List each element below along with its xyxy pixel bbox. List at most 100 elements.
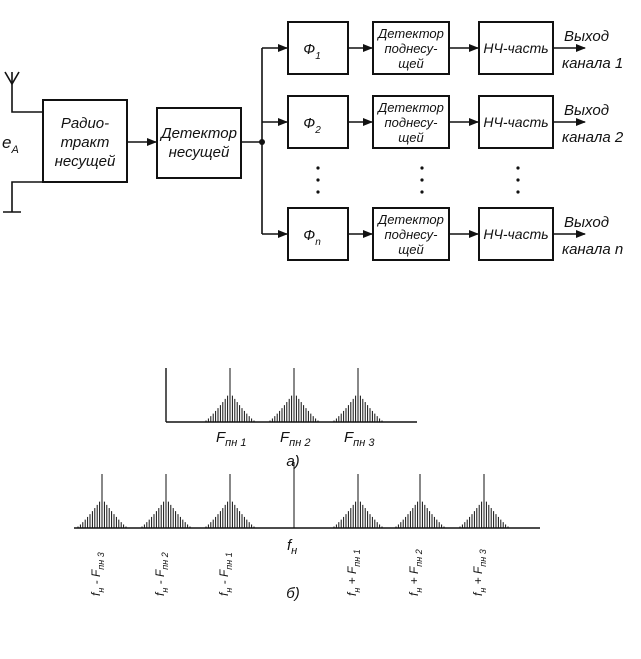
sideband-label: fн - Fпн 3 xyxy=(89,552,106,596)
sideband-cluster xyxy=(205,474,255,528)
sideband-label-f-sub: н xyxy=(414,588,424,593)
antenna-icon xyxy=(4,71,43,113)
subcarrier-detector-label: Детектор xyxy=(376,212,444,227)
sideband-label-f: f xyxy=(153,591,167,596)
sideband-cluster xyxy=(77,474,127,528)
ellipsis-dot xyxy=(316,190,320,194)
subcarrier-detector-label: Детектор xyxy=(376,100,444,115)
output-label-line-1: Выход xyxy=(564,214,609,231)
subcarrier-cluster xyxy=(333,368,383,422)
subcarrier-detector-label: поднесу- xyxy=(385,227,439,242)
output-label-line-2: канала n xyxy=(562,241,623,258)
channels: Ф1Детекторподнесу-щейНЧ-частьВыходканала… xyxy=(262,21,624,261)
sideband-cluster xyxy=(395,474,445,528)
sideband-label-f: f xyxy=(471,591,485,596)
sideband-label-f-sub: н xyxy=(352,588,362,593)
filter-block xyxy=(287,95,349,149)
filter-letter: Ф xyxy=(303,227,315,244)
subcarrier-detector-label: щей xyxy=(398,242,424,257)
subcarrier-label: Fпн 1 xyxy=(216,429,246,449)
channel-2: Ф2Детекторподнесу-щейНЧ-частьВыходканала… xyxy=(262,95,624,149)
filter-label: Фn xyxy=(303,227,321,248)
output-label-line-2: канала 2 xyxy=(562,129,624,146)
radio-tract-label-3: несущей xyxy=(55,153,116,170)
ellipsis-dot xyxy=(516,190,520,194)
subcarrier-detector-label: поднесу- xyxy=(385,115,439,130)
sideband-label-f-sub: н xyxy=(160,588,170,593)
spectrum-b-caption: б) xyxy=(286,585,299,602)
sideband-label-op: + F xyxy=(407,566,421,588)
subcarrier-detector-label: щей xyxy=(398,56,424,71)
sideband-label-f: f xyxy=(217,591,231,596)
filter-block xyxy=(287,21,349,75)
filter-label: Ф2 xyxy=(303,115,321,136)
spectrum-a: a) Fпн 1 Fпн 2 Fпн 3 xyxy=(165,368,417,470)
sideband-label-F-sub: пн 2 xyxy=(414,549,424,566)
subcarrier-detector-label: поднесу- xyxy=(385,41,439,56)
sideband-label: fн - Fпн 2 xyxy=(153,552,170,596)
subcarrier-label: Fпн 3 xyxy=(344,429,375,449)
ellipsis-dot xyxy=(420,178,424,182)
spectrum-a-caption: a) xyxy=(286,453,299,470)
sideband-label: fн + Fпн 2 xyxy=(407,549,424,596)
sideband-cluster xyxy=(141,474,191,528)
radio-tract-label-1: Радио- xyxy=(61,115,109,132)
sideband-label-F-sub: пн 1 xyxy=(224,552,234,569)
carrier-label-sub: н xyxy=(291,545,297,557)
subcarrier-label-main: F xyxy=(216,429,226,446)
ellipsis-dot xyxy=(316,166,320,170)
channel-1: Ф1Детекторподнесу-щейНЧ-частьВыходканала… xyxy=(262,21,623,75)
lf-part-block xyxy=(478,207,554,261)
sideband-label-op: - F xyxy=(153,569,167,588)
sideband-cluster xyxy=(333,474,383,528)
carrier-label: fн xyxy=(287,537,297,557)
sideband-cluster xyxy=(459,474,509,528)
subcarrier-cluster xyxy=(269,368,319,422)
sideband-label-f-sub: н xyxy=(478,588,488,593)
sideband-label-op: - F xyxy=(217,569,231,588)
carrier-detector-label-1: Детектор xyxy=(159,125,237,142)
output-label-line-2: канала 1 xyxy=(562,55,623,72)
sideband-label-f-sub: н xyxy=(96,588,106,593)
subcarrier-label-main: F xyxy=(344,429,354,446)
sideband-label-f: f xyxy=(345,591,359,596)
subcarrier-detector-label: щей xyxy=(398,130,424,145)
antenna-label: eA xyxy=(2,133,19,156)
sideband-label-F-sub: пн 1 xyxy=(352,549,362,566)
lf-part-label: НЧ-часть xyxy=(483,226,548,242)
sideband-label-op: + F xyxy=(471,566,485,588)
sideband-label-F-sub: пн 2 xyxy=(160,552,170,569)
filter-index: 2 xyxy=(314,125,321,136)
sideband-label-op: - F xyxy=(89,569,103,588)
carrier-detector-label-2: несущей xyxy=(169,144,230,161)
subcarrier-label-sub: пн 1 xyxy=(225,437,246,449)
sideband-label: fн + Fпн 3 xyxy=(471,549,488,596)
filter-index: n xyxy=(315,237,321,248)
sideband-label-f-sub: н xyxy=(224,588,234,593)
sideband-label: fн - Fпн 1 xyxy=(217,552,234,596)
subcarrier-label-main: F xyxy=(280,429,290,446)
radio-tract-label-2: тракт xyxy=(61,134,110,151)
filter-letter: Ф xyxy=(303,115,315,132)
carrier-detector-block xyxy=(156,107,242,179)
sideband-label-op: + F xyxy=(345,566,359,588)
subcarrier-label: Fпн 2 xyxy=(280,429,310,449)
ellipsis-dot xyxy=(316,178,320,182)
sideband-label: fн + Fпн 1 xyxy=(345,549,362,596)
radio-tract-block xyxy=(42,99,128,183)
ellipsis-dot xyxy=(420,190,424,194)
output-label-line-1: Выход xyxy=(564,28,609,45)
filter-label: Ф1 xyxy=(303,41,321,62)
ellipsis-dot xyxy=(516,178,520,182)
ellipsis-dot xyxy=(420,166,424,170)
filter-index: 1 xyxy=(315,51,321,62)
carrier-label-main: f xyxy=(287,537,293,554)
filter-block xyxy=(287,207,349,261)
sideband-label-f: f xyxy=(407,591,421,596)
ellipsis-dot xyxy=(516,166,520,170)
sideband-label-F-sub: пн 3 xyxy=(478,549,488,566)
subcarrier-cluster xyxy=(205,368,255,422)
